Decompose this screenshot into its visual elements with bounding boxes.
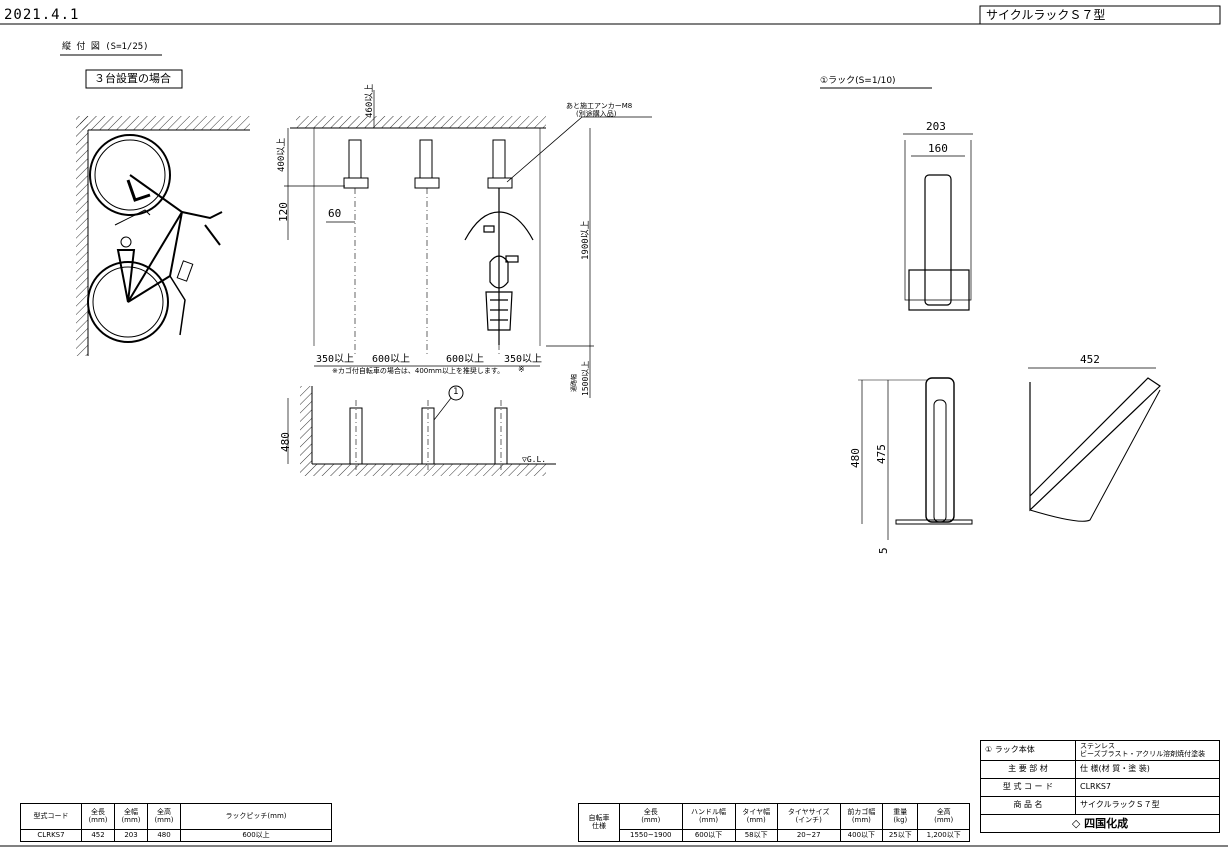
product-title: サイクルラックＳ７型 <box>986 8 1106 22</box>
title-row-code-label: 型 式 コ ー ド <box>980 778 1076 797</box>
rack-cell-width: 203 <box>114 829 148 842</box>
rack-spec-table: 型式コード 全長(mm) 全幅(mm) 全高(mm) ラックピッチ(mm) CL… <box>20 803 332 842</box>
dim-600-a: 600以上 <box>372 354 411 365</box>
bike-cell-height: 1,200以下 <box>917 829 970 842</box>
title-row-name-value: サイクルラックＳ７型 <box>1075 796 1220 815</box>
anchor-note-2: (別途購入品) <box>576 110 617 118</box>
dim-5: 5 <box>877 547 890 554</box>
bike-header-tire-size: タイヤサイズ(インチ) <box>776 803 841 830</box>
title-row-code-value: CLRKS7 <box>1075 778 1220 797</box>
dim-480-elev: 480 <box>279 432 292 452</box>
dim-475: 475 <box>875 444 888 464</box>
rack-header-code: 型式コード <box>20 803 82 830</box>
basket-note: ※カゴ付自転車の場合は、400mm以上を推奨します。 <box>332 367 505 375</box>
rack-view-label: ラック(S=1/10) <box>828 76 896 86</box>
case-label: ３台設置の場合 <box>94 72 171 85</box>
bike-cell-handle: 600以下 <box>681 829 736 842</box>
bike-header-tire-width: タイヤ幅(mm) <box>734 803 778 830</box>
title-row-name-label: 商 品 名 <box>980 796 1076 815</box>
title-row-material-value: ステンレス ビーズブラスト・アクリル溶剤焼付塗装 <box>1075 740 1220 761</box>
dim-350-left: 350以上 <box>316 354 355 365</box>
rack-header-length: 全長(mm) <box>81 803 115 830</box>
rack-cell-length: 452 <box>81 829 115 842</box>
bike-side-label: 自転車仕様 <box>578 803 620 842</box>
asterisk-right: ※ <box>518 365 525 374</box>
dim-400: 400以上 <box>277 137 287 172</box>
title-row-parts-value: 仕 様(材 質・塗 装) <box>1075 760 1220 779</box>
bike-spec-table: 自転車仕様 全長(mm) ハンドル幅(mm) タイヤ幅(mm) タイヤサイズ(イ… <box>578 803 970 842</box>
plan-view <box>284 90 652 398</box>
dim-452: 452 <box>1080 353 1100 366</box>
bike-header-weight: 重量(kg) <box>882 803 919 830</box>
bike-header-height: 全高(mm) <box>917 803 970 830</box>
bike-cell-weight: 25以下 <box>882 829 919 842</box>
aisle-width-label: 通路幅 <box>571 373 578 392</box>
anchor-note-1: あと施工アンカーM8 <box>566 102 633 110</box>
rack-view-title: ①ラック(S=1/10) <box>820 77 896 86</box>
rack-number: ① <box>820 76 829 86</box>
maker-diamond-icon: ◇ <box>1071 816 1085 830</box>
rack-cell-height: 480 <box>147 829 181 842</box>
front-elevation <box>287 385 546 476</box>
callout-number: 1 <box>453 387 459 397</box>
dim-460: 460以上 <box>365 83 375 118</box>
rack-cell-pitch: 600以上 <box>180 829 332 842</box>
title-row-parts-label: 主 要 部 材 <box>980 760 1076 779</box>
title-box <box>979 5 1221 25</box>
dim-160: 160 <box>928 142 948 155</box>
dim-120: 120 <box>277 202 290 222</box>
bike-cell-tire-width: 58以下 <box>734 829 778 842</box>
dim-1900: 1900以上 <box>581 220 591 260</box>
dim-1500: 1500以上 <box>581 360 590 396</box>
bike-header-handle: ハンドル幅(mm) <box>681 803 736 830</box>
case-label-box <box>85 69 183 89</box>
maker-logo: ◇ 四国化成 <box>980 814 1220 833</box>
layout-view-title: 縦 付 図 (S=1/25) <box>62 42 149 52</box>
ground-level-label: ▽G.L. <box>522 455 547 464</box>
dim-203: 203 <box>926 120 946 133</box>
dim-60: 60 <box>328 207 342 220</box>
bike-header-basket: 前カゴ幅(mm) <box>839 803 884 830</box>
rack-detail <box>820 87 1161 540</box>
dim-350-right: 350以上 <box>504 354 543 365</box>
dim-480-rack: 480 <box>849 448 862 468</box>
drawing-date: 2021.4.1 <box>4 7 80 23</box>
rack-header-pitch: ラックピッチ(mm) <box>180 803 332 830</box>
dim-600-b: 600以上 <box>446 354 485 365</box>
bike-cell-basket: 400以下 <box>839 829 884 842</box>
side-wall-view <box>76 116 250 356</box>
bike-cell-tire-size: 20~27 <box>776 829 841 842</box>
bike-cell-length: 1550~1900 <box>619 829 683 842</box>
rack-header-width: 全幅(mm) <box>114 803 148 830</box>
bike-header-length: 全長(mm) <box>619 803 683 830</box>
title-block: ① ラック本体 ステンレス ビーズブラスト・アクリル溶剤焼付塗装 主 要 部 材… <box>980 740 1220 833</box>
rack-cell-code: CLRKS7 <box>20 829 82 842</box>
rack-header-height: 全高(mm) <box>147 803 181 830</box>
title-row-material-label: ① ラック本体 <box>980 740 1076 761</box>
